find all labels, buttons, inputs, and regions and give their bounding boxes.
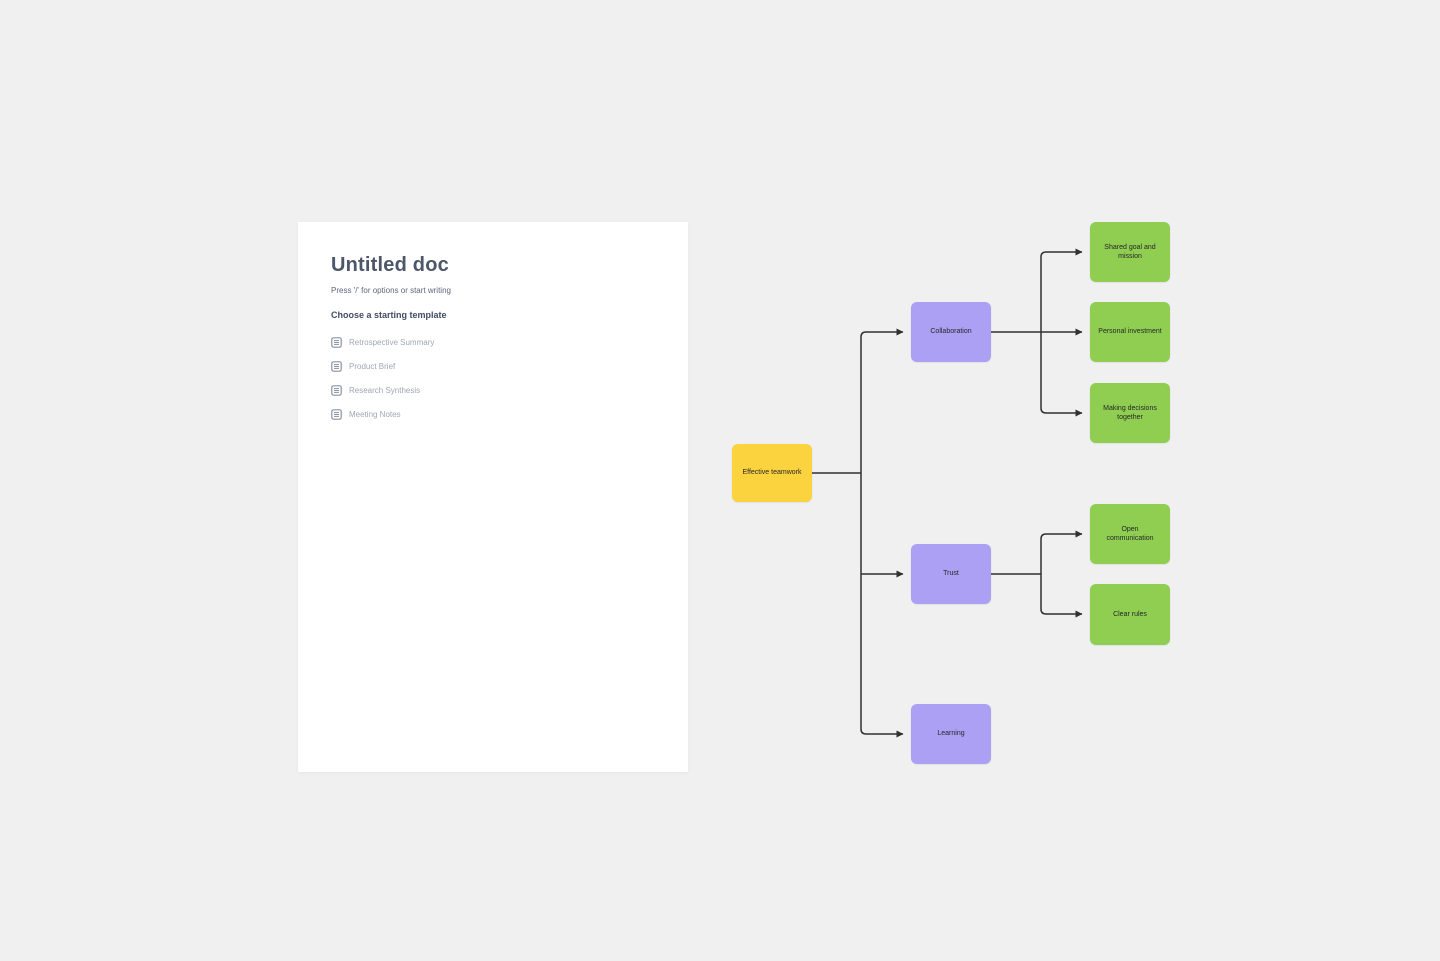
edge-root-learning [860, 473, 904, 738]
template-item-research-synthesis[interactable]: Research Synthesis [331, 378, 655, 402]
template-item-retrospective-summary[interactable]: Retrospective Summary [331, 330, 655, 354]
template-section-heading: Choose a starting template [331, 310, 447, 320]
edge-collaboration-making-decisions [1040, 332, 1083, 417]
mindmap-node-clear-rules[interactable]: Clear rules [1090, 584, 1170, 645]
document-list-icon [331, 336, 342, 348]
template-label: Research Synthesis [349, 385, 421, 395]
doc-editor-placeholder[interactable]: Press '/' for options or start writing [331, 286, 451, 295]
edge-trust-clear-rules [1040, 574, 1083, 618]
document-list-icon [331, 384, 342, 396]
mindmap-node-learning[interactable]: Learning [911, 704, 991, 764]
mindmap-node-shared-goal-and-mission[interactable]: Shared goal and mission [1090, 222, 1170, 282]
document-list-icon [331, 360, 342, 372]
template-label: Product Brief [349, 361, 396, 371]
document-list-icon [331, 408, 342, 420]
template-item-meeting-notes[interactable]: Meeting Notes [331, 402, 655, 426]
edge-collaboration-shared-goal [1040, 248, 1083, 332]
document-panel: Untitled doc Press '/' for options or st… [298, 222, 688, 772]
edge-trust-open-communication [1040, 530, 1083, 574]
mindmap-node-making-decisions-together[interactable]: Making decisions together [1090, 383, 1170, 443]
template-list: Retrospective Summary Product Brief Rese… [331, 330, 655, 426]
mindmap-node-collaboration[interactable]: Collaboration [911, 302, 991, 362]
mindmap-node-open-communication[interactable]: Open communication [1090, 504, 1170, 564]
doc-title[interactable]: Untitled doc [331, 254, 449, 276]
edge-root-collaboration [860, 328, 904, 473]
mindmap-node-personal-investment[interactable]: Personal investment [1090, 302, 1170, 362]
template-label: Retrospective Summary [349, 337, 435, 347]
mindmap-node-effective-teamwork[interactable]: Effective teamwork [732, 444, 812, 502]
mindmap-node-trust[interactable]: Trust [911, 544, 991, 604]
template-label: Meeting Notes [349, 409, 401, 419]
template-item-product-brief[interactable]: Product Brief [331, 354, 655, 378]
